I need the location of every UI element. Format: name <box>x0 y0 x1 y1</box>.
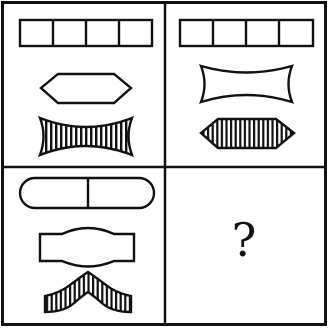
question-mark: ? <box>214 215 274 265</box>
striped-pointed-hexagon <box>201 119 294 148</box>
